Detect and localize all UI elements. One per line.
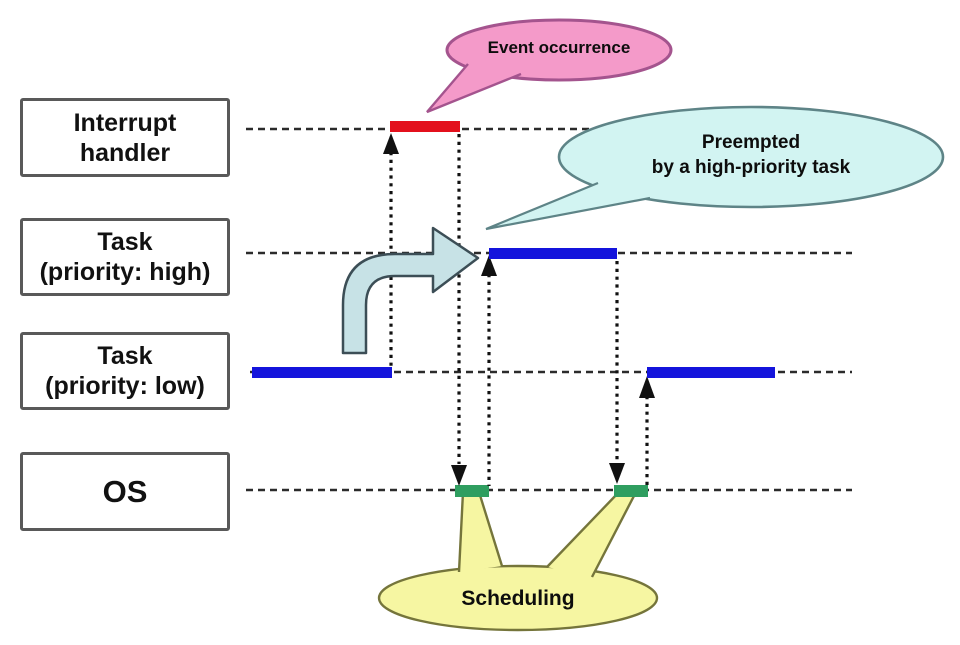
row-label-line: Interrupt — [73, 108, 177, 137]
scheduling-bubble-tail-1 — [457, 490, 504, 573]
row-label-task-low: Task (priority: low) — [20, 332, 230, 410]
preempted-bubble — [557, 105, 945, 209]
interrupt-execution-bar — [390, 121, 460, 132]
preempted-bubble-tail — [485, 181, 651, 231]
os-scheduling-bar-1 — [455, 485, 489, 497]
os-scheduling-bar-2 — [614, 485, 648, 497]
row-label-task-high: Task (priority: high) — [20, 218, 230, 296]
event-occurrence-bubble-tail — [426, 63, 522, 114]
event-occurrence-label: Event occurrence — [487, 38, 631, 57]
low-task-execution-bar-2 — [647, 367, 775, 378]
event-arrow — [383, 133, 399, 368]
os-to-high-task-arrow — [481, 255, 497, 486]
low-task-execution-bar-1 — [252, 367, 392, 378]
row-label-interrupt-handler: Interrupt handler — [20, 98, 230, 177]
row-label-line: OS — [102, 473, 148, 509]
row-label-line: handler — [79, 138, 171, 167]
scheduling-label: Scheduling — [461, 587, 575, 610]
row-label-line: (priority: high) — [39, 258, 211, 286]
interrupt-to-os-arrow — [451, 134, 467, 486]
preempted-label-line1: Preempted — [701, 132, 801, 153]
row-label-os: OS — [20, 452, 230, 531]
high-task-execution-bar — [489, 248, 617, 259]
high-task-to-os-arrow — [609, 261, 625, 484]
scheduling-bubble — [377, 564, 659, 632]
preemption-curved-arrow — [341, 226, 480, 355]
row-label-line: Task — [97, 228, 153, 256]
scheduling-bubble-tail-2 — [546, 490, 638, 578]
event-occurrence-bubble — [445, 18, 673, 82]
row-label-line: (priority: low) — [45, 372, 205, 400]
preempted-label-line2: by a high-priority task — [651, 157, 851, 178]
os-to-low-task-arrow — [639, 376, 655, 486]
preempted-label: Preempted by a high-priority task — [560, 130, 942, 180]
row-label-line: Task — [97, 342, 153, 370]
